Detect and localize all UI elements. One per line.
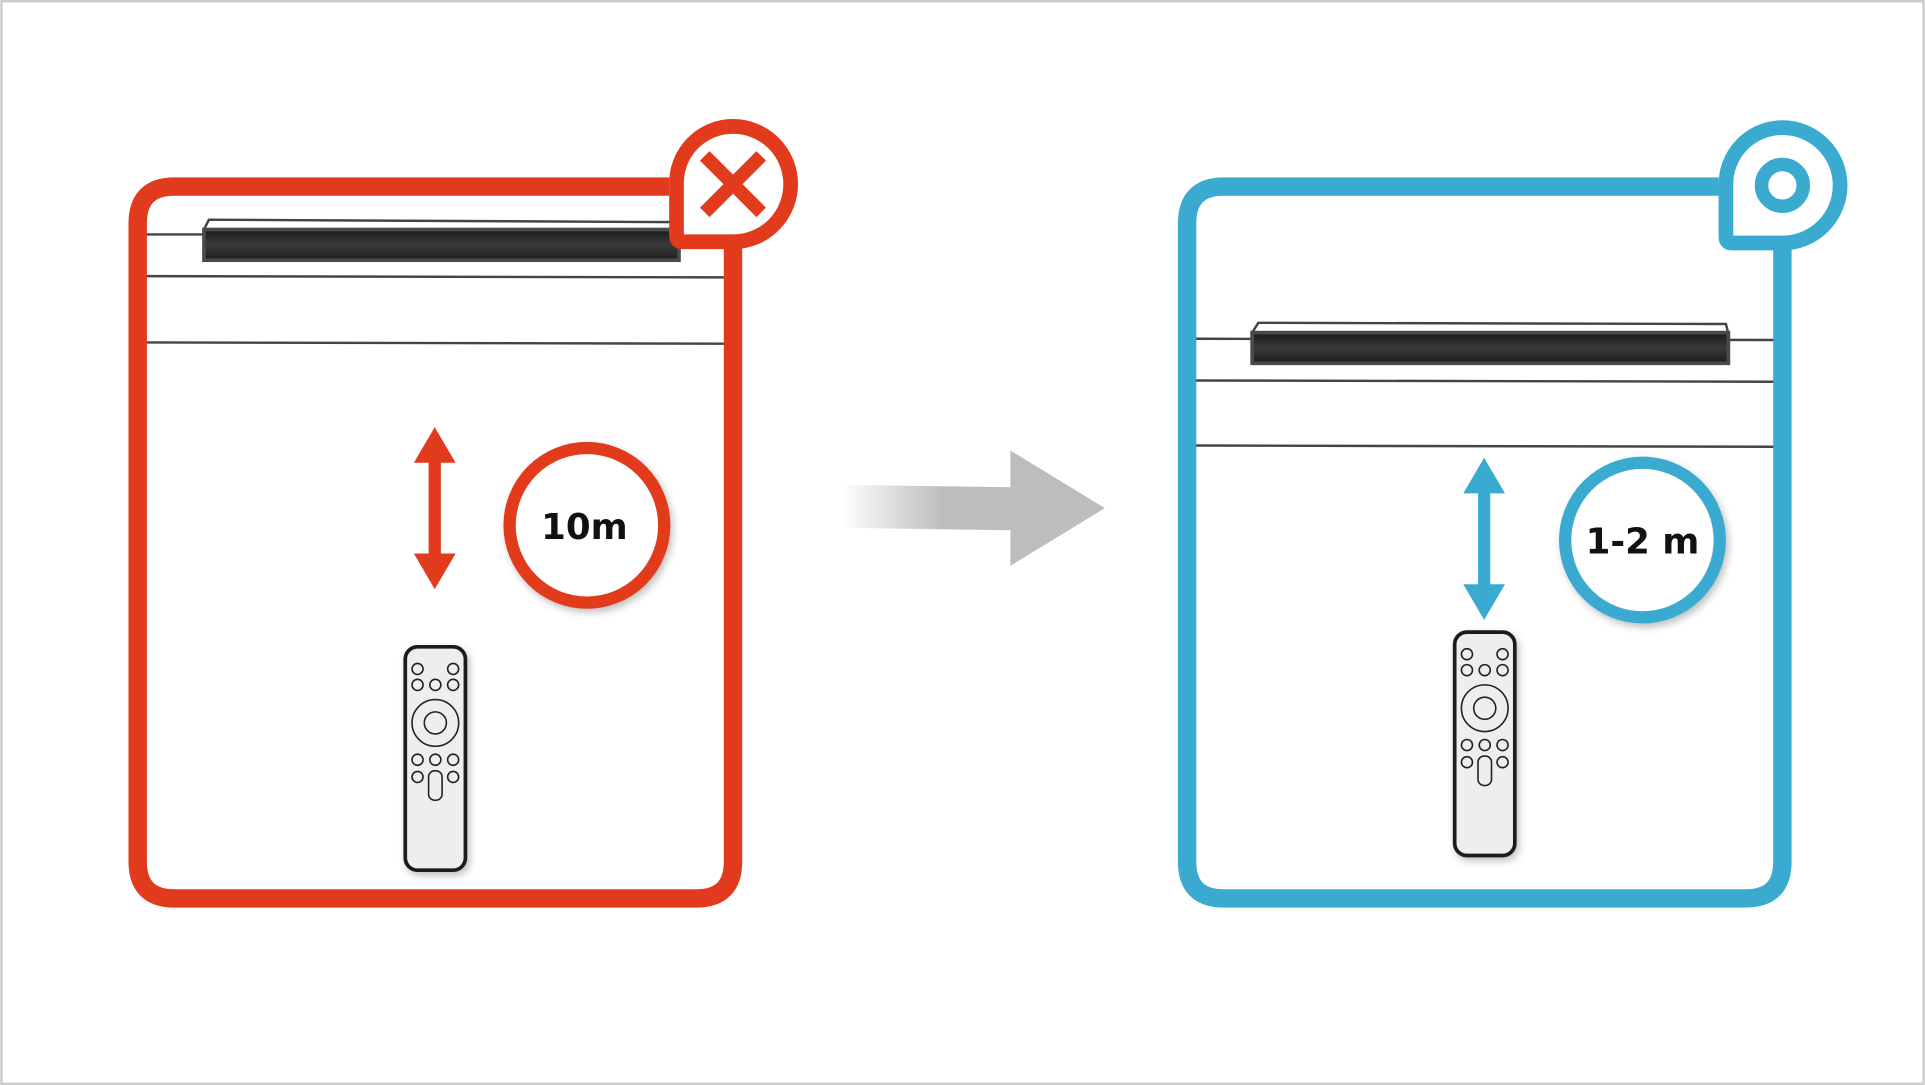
- panel-border: [128, 177, 743, 908]
- right-panel-correct: 1-2 m: [1177, 120, 1848, 908]
- distance-badge: [503, 441, 671, 609]
- panel-border: [1177, 177, 1792, 908]
- distance-label: 1-2 m: [1586, 522, 1700, 563]
- distance-label: 10m: [541, 507, 628, 548]
- arrow-right-icon: [840, 450, 1105, 566]
- soundbar: [1249, 321, 1731, 366]
- distance-badge: [1559, 456, 1726, 624]
- soundbar: [201, 218, 681, 263]
- circle-ok-icon: [1718, 120, 1848, 251]
- close-icon: [669, 119, 798, 250]
- remote-control: [1455, 632, 1515, 855]
- remote-control: [405, 647, 465, 870]
- left-panel-incorrect: 10m: [128, 119, 798, 908]
- double-arrow-icon: [1463, 457, 1505, 620]
- double-arrow-icon: [413, 427, 456, 590]
